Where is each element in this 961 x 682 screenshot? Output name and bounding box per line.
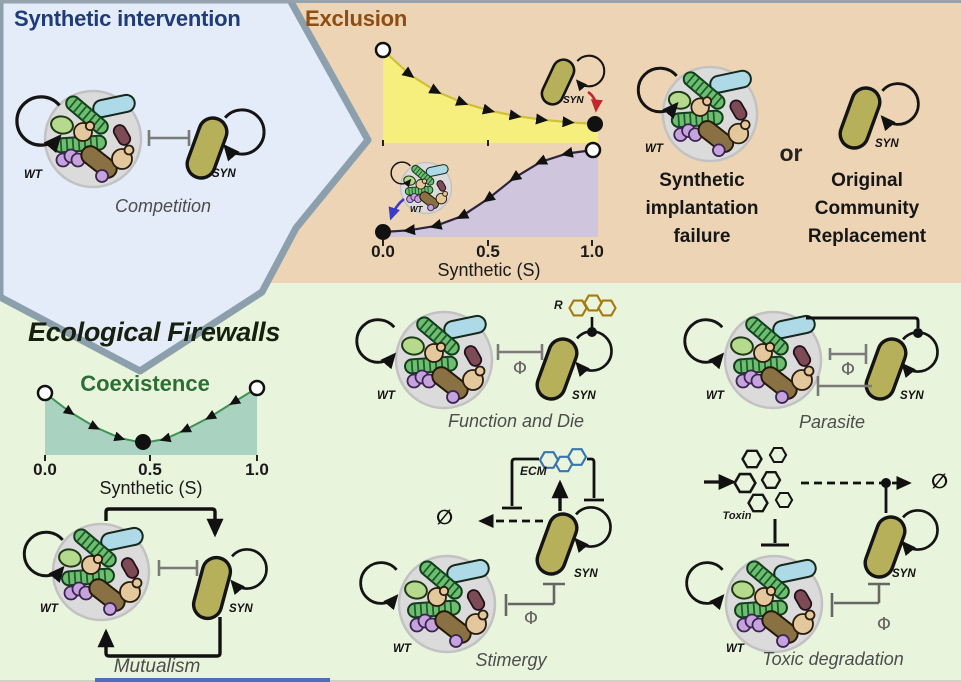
syn-label: SYN	[875, 138, 899, 150]
cropped-blue-strip	[95, 678, 330, 682]
mutualism-caption: Mutualism	[113, 656, 201, 677]
ecm-inhibits-syn-loop	[584, 457, 604, 502]
function-die-diagram	[357, 294, 617, 410]
phi-symbol: Φ	[840, 359, 856, 380]
exclusion-plots	[374, 41, 604, 246]
mutual-inhibition-glyph	[496, 344, 544, 360]
parasite-caption: Parasite	[798, 412, 866, 432]
bottom-border	[0, 680, 961, 682]
syn-inhibits-wt-elbow	[830, 582, 890, 617]
syn-label: SYN	[212, 168, 236, 180]
outcome-implantation-failure: Synthetic implantation failure	[645, 170, 759, 247]
ecm-inhibits-death	[502, 457, 539, 510]
mutualism-diagram	[24, 507, 266, 658]
coexistence-curve-left	[44, 392, 144, 444]
phi-symbol: Φ	[876, 614, 892, 635]
wt-community	[661, 65, 759, 163]
unstable-point	[248, 379, 266, 397]
stable-point	[375, 224, 391, 240]
intervention-title: Synthetic intervention	[14, 6, 241, 31]
unstable-point	[374, 41, 392, 59]
competition-caption: Competition	[114, 196, 212, 216]
phi-symbol: Φ	[523, 608, 539, 629]
mutual-inhibition-glyph	[147, 130, 191, 146]
syn-label: SYN	[892, 568, 916, 580]
exclusion-title: Exclusion	[305, 6, 408, 31]
coexistence-title: Coexistence	[80, 371, 210, 396]
wt-community	[723, 310, 823, 410]
wt-community-mini	[399, 161, 453, 215]
toxic-degradation-caption: Toxic degradation	[762, 649, 904, 669]
unstable-point	[36, 384, 54, 402]
x-tick-05: 0.5	[138, 460, 162, 479]
toxin-inhibits-wt	[761, 519, 789, 547]
empty-set-symbol: ∅	[436, 505, 454, 529]
stimergy-diagram	[361, 448, 611, 654]
syn-label: SYN	[572, 390, 596, 402]
wt-community	[51, 522, 151, 622]
syn-inhibits-wt-elbow	[504, 582, 565, 616]
top-border	[0, 0, 961, 3]
coexistence-plot	[36, 379, 266, 461]
parasite-diagram	[685, 310, 938, 410]
stimergy-caption: Stimergy	[475, 650, 547, 670]
loop-junction-dot	[587, 327, 597, 337]
wt-community	[724, 554, 824, 654]
x-axis-label: Synthetic (S)	[99, 478, 203, 498]
wt-to-syn-arrow	[104, 507, 224, 538]
degradation-junction-dot	[881, 478, 891, 488]
syn-label: SYN	[900, 390, 924, 402]
inhibition-glyphs	[816, 344, 872, 396]
phi-symbol: Φ	[512, 358, 528, 379]
yellow-axis-ticks	[382, 140, 489, 146]
syn-label: SYN	[229, 603, 253, 615]
ecm-label: ECM	[520, 464, 547, 478]
wt-plot-label: WT	[410, 205, 423, 214]
mutual-inhibition-glyph	[157, 560, 199, 576]
wt-label: WT	[706, 390, 724, 402]
x-tick-05: 0.5	[476, 242, 500, 261]
wt-community	[397, 554, 497, 654]
blue-arrow-to-stable-point	[388, 197, 405, 221]
x-tick-0: 0.0	[371, 242, 395, 261]
firewalls-title: Ecological Firewalls	[28, 317, 281, 347]
red-arrow-to-stable-point	[587, 90, 603, 113]
outcome-community-replacement: Original Community Replacement	[807, 170, 927, 247]
function-die-caption: Function and Die	[447, 411, 585, 431]
resource-label: R	[554, 298, 563, 312]
syn-plot-label: SYN	[563, 95, 584, 106]
or-text: or	[779, 140, 803, 166]
coexistence-curve-right	[142, 387, 258, 444]
yellow-curve	[382, 49, 596, 128]
x-tick-1: 1.0	[245, 460, 269, 479]
wt-label: WT	[393, 643, 411, 655]
unstable-point	[584, 141, 602, 159]
toxic-degradation-diagram	[687, 446, 938, 654]
coexistence-axis-ticks	[44, 455, 258, 461]
syn-label: SYN	[574, 568, 598, 580]
toxin-label: Toxin	[722, 510, 752, 522]
purple-curve	[382, 146, 594, 236]
syn-to-wt-arrow	[97, 617, 222, 658]
wt-to-syn-loop-line	[806, 316, 920, 328]
wt-label: WT	[24, 169, 42, 181]
stable-point	[135, 434, 151, 450]
purple-axis-ticks	[382, 240, 593, 246]
x-axis-label: Synthetic (S)	[437, 260, 541, 280]
intervention-diagram	[17, 89, 264, 189]
wt-label: WT	[645, 143, 663, 155]
x-tick-1: 1.0	[580, 242, 604, 261]
x-tick-0: 0.0	[33, 460, 57, 479]
wt-label: WT	[377, 390, 395, 402]
wt-community	[394, 310, 494, 410]
wt-label: WT	[40, 603, 58, 615]
wt-label: WT	[726, 643, 744, 655]
empty-set-symbol: ∅	[931, 469, 949, 493]
stable-point	[587, 116, 603, 132]
